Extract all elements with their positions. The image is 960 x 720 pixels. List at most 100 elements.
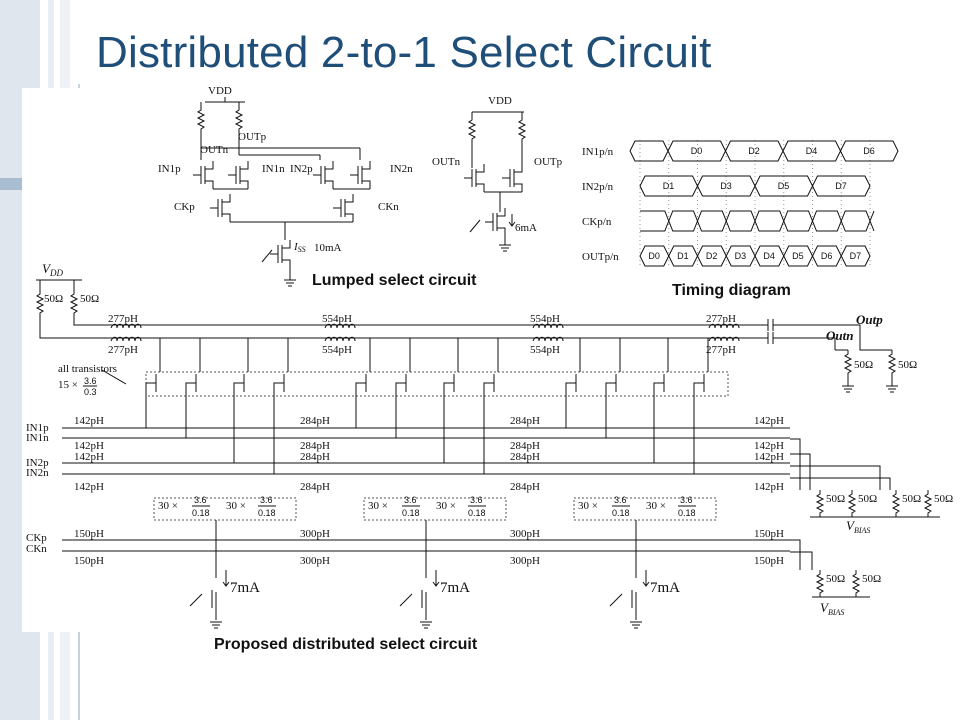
buffer-outp-label: OUTp	[534, 156, 563, 168]
bias-r50-5: 50Ω	[826, 573, 845, 585]
out-l277-b-label-bottom: 277pH	[706, 344, 736, 356]
tail-arrow-1	[399, 593, 413, 607]
pair-num-a-0: 3.6	[194, 495, 207, 505]
pair-prefix-b-0: 30 ×	[226, 500, 246, 512]
timing-signal-2: CKp/n	[582, 216, 612, 228]
pair-prefix-0: 30 ×	[158, 500, 178, 512]
pair-den-b-2: 0.18	[678, 508, 696, 518]
switch-transistor-0-2	[233, 338, 249, 463]
tail-transistor-0	[211, 520, 217, 620]
slide-title: Distributed 2-to-1 Select Circuit	[96, 28, 712, 77]
pair-prefix-b-2: 30 ×	[646, 500, 666, 512]
in-label-a-2: 284pH	[510, 415, 540, 427]
pair-den-b-0: 0.18	[258, 508, 276, 518]
bias-r50-6: 50Ω	[862, 573, 881, 585]
pair-den-b-1: 0.18	[468, 508, 486, 518]
circuit-figure	[22, 88, 940, 632]
tail-current-arrow-0	[222, 570, 230, 587]
lumped-iss-value: 10mA	[314, 242, 342, 254]
dist-in-label-3: IN2n	[26, 467, 49, 479]
out-eye-5-label: D5	[792, 251, 804, 261]
in-label-d-0: 142pH	[74, 481, 104, 493]
switch-transistor-0-0	[145, 338, 161, 428]
out-l554-a-label-bottom: 554pH	[322, 344, 352, 356]
in-label-d-2: 284pH	[510, 481, 540, 493]
lumped-iss-label: ISS	[293, 241, 306, 254]
dist-size-den: 0.3	[84, 387, 97, 397]
switch-transistor-2-3	[693, 338, 709, 474]
pair-num-a-2: 3.6	[614, 495, 627, 505]
bias-r50-1: 50Ω	[826, 493, 845, 505]
out-eye-0-label: D0	[648, 251, 660, 261]
dist-out-r50-1: 50Ω	[854, 359, 873, 371]
clock-wave-n	[640, 210, 875, 232]
dist-r50-1: 50Ω	[44, 293, 63, 305]
bias-r50-4: 50Ω	[934, 493, 953, 505]
in-label-d-3: 142pH	[754, 481, 784, 493]
lumped-ckp-label: CKp	[174, 201, 195, 213]
switch-transistor-1-2	[443, 338, 459, 463]
out-l554-b-label-bottom: 554pH	[530, 344, 560, 356]
lumped-select-circuit: VDD OUTn OUTp IN1p IN1n IN2p IN2n CKp CK…	[158, 85, 413, 287]
dist-ck-label-1: CKn	[26, 543, 47, 555]
tail-current-2: 7mA	[650, 580, 680, 596]
out-l277-b-label-top: 277pH	[706, 313, 736, 325]
timing-signal-0: IN1p/n	[582, 146, 614, 158]
in-label-c-2: 284pH	[510, 451, 540, 463]
dist-ck-label-0: CKp	[26, 532, 47, 544]
ck-label-bottom-0: 150pH	[74, 555, 104, 567]
in1-eye-lead	[629, 140, 669, 162]
in1-eye-2-label: D4	[806, 146, 818, 156]
in1-eye-3	[839, 140, 899, 162]
lumped-in1p-label: IN1p	[158, 163, 181, 175]
out-eye-4-label: D4	[763, 251, 775, 261]
in-label-b-2: 284pH	[510, 440, 540, 452]
out-l277-a-label-top: 277pH	[108, 313, 138, 325]
switch-transistor-0-1	[185, 338, 201, 438]
pair-num-b-2: 3.6	[680, 495, 693, 505]
out-l554-b-label-top: 554pH	[530, 313, 560, 325]
pair-den-a-0: 0.18	[192, 508, 210, 518]
in-label-b-1: 284pH	[300, 440, 330, 452]
lumped-outp-label: OUTp	[238, 131, 267, 143]
buffer-current-label: 6mA	[515, 222, 537, 234]
in2-eye-3	[811, 175, 871, 197]
lumped-in2p-label: IN2p	[290, 163, 313, 175]
pair-prefix-2: 30 ×	[578, 500, 598, 512]
in-label-a-1: 284pH	[300, 415, 330, 427]
pair-box-0	[153, 497, 297, 521]
ck-label-top-0: 150pH	[74, 528, 104, 540]
switch-transistor-1-1	[395, 338, 411, 438]
dist-out-r50-2: 50Ω	[898, 359, 917, 371]
out-eye-3-label: D3	[735, 251, 747, 261]
tail-current-1: 7mA	[440, 580, 470, 596]
in-label-c-3: 142pH	[754, 451, 784, 463]
in1-eye-1-label: D2	[748, 146, 760, 156]
pair-den-a-2: 0.18	[612, 508, 630, 518]
pair-prefix-1: 30 ×	[368, 500, 388, 512]
in2-eye-0-label: D1	[663, 181, 675, 191]
out-eye-7-label: D7	[850, 251, 862, 261]
dist-vdd-label: VDD	[42, 261, 63, 278]
pair-num-b-0: 3.6	[260, 495, 273, 505]
tail-ground-1	[419, 621, 433, 629]
in2-eye-1-label: D3	[720, 181, 732, 191]
switch-transistor-2-1	[605, 338, 621, 438]
ck-label-top-2: 300pH	[510, 528, 540, 540]
tail-transistor-2	[631, 520, 637, 620]
timing-signal-3: OUTp/n	[582, 251, 619, 263]
tail-ground-0	[209, 621, 223, 629]
in-label-b-3: 142pH	[754, 440, 784, 452]
in-label-c-1: 284pH	[300, 451, 330, 463]
dist-in-label-2: IN2p	[26, 457, 49, 469]
lumped-ckn-label: CKn	[378, 201, 399, 213]
in1-eye-3-label: D6	[863, 146, 875, 156]
vbias-label-2: VBIAS	[820, 600, 844, 617]
switch-transistor-2-2	[653, 338, 669, 463]
lumped-outn-label: OUTn	[200, 144, 229, 156]
in2-eye-2-label: D5	[778, 181, 790, 191]
caption-timing: Timing diagram	[672, 282, 791, 299]
tail-current-0: 7mA	[230, 580, 260, 596]
tail-ground-2	[629, 621, 643, 629]
